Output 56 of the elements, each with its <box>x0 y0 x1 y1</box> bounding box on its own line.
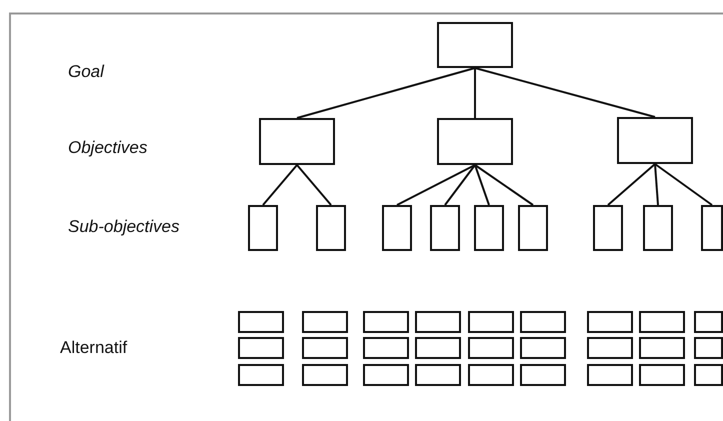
empty-box <box>639 364 685 386</box>
empty-box <box>248 205 278 251</box>
connector-line <box>474 164 534 206</box>
empty-box <box>238 311 284 333</box>
level-label: Objectives <box>68 138 148 158</box>
level-label: Alternatif <box>60 338 128 358</box>
connector-line <box>262 164 298 206</box>
empty-box <box>639 311 685 333</box>
empty-box <box>587 311 633 333</box>
connector-line <box>654 164 659 206</box>
connector-line <box>296 67 476 119</box>
empty-box <box>468 337 514 359</box>
empty-box <box>238 364 284 386</box>
empty-box <box>468 311 514 333</box>
empty-box <box>694 364 723 386</box>
empty-box <box>587 337 633 359</box>
connector-line <box>474 67 656 118</box>
empty-box <box>694 337 723 359</box>
empty-box <box>382 205 412 251</box>
connector-line <box>396 164 476 206</box>
empty-box <box>316 205 346 251</box>
level-label: Goal <box>68 62 104 82</box>
empty-box <box>701 205 723 251</box>
empty-box <box>302 311 348 333</box>
empty-box <box>468 364 514 386</box>
empty-box <box>259 118 335 165</box>
empty-box <box>520 364 566 386</box>
empty-box <box>474 205 504 251</box>
empty-box <box>238 337 284 359</box>
empty-box <box>430 205 460 251</box>
empty-box <box>518 205 548 251</box>
empty-box <box>643 205 673 251</box>
empty-box <box>520 337 566 359</box>
connector-line <box>607 163 656 206</box>
empty-box <box>363 311 409 333</box>
connector-line <box>444 164 476 206</box>
empty-box <box>363 337 409 359</box>
empty-box <box>363 364 409 386</box>
empty-box <box>302 364 348 386</box>
empty-box <box>437 118 513 165</box>
connector-line <box>296 164 332 206</box>
level-label: Sub-objectives <box>68 217 180 237</box>
empty-box <box>415 337 461 359</box>
empty-box <box>415 311 461 333</box>
empty-box <box>639 337 685 359</box>
connector-line <box>654 163 713 206</box>
empty-box <box>593 205 623 251</box>
empty-box <box>617 117 693 164</box>
connector-line <box>474 164 490 206</box>
empty-box <box>415 364 461 386</box>
empty-box <box>520 311 566 333</box>
empty-box <box>302 337 348 359</box>
connector-line <box>474 68 476 118</box>
empty-box <box>694 311 723 333</box>
empty-box <box>437 22 513 68</box>
empty-box <box>587 364 633 386</box>
